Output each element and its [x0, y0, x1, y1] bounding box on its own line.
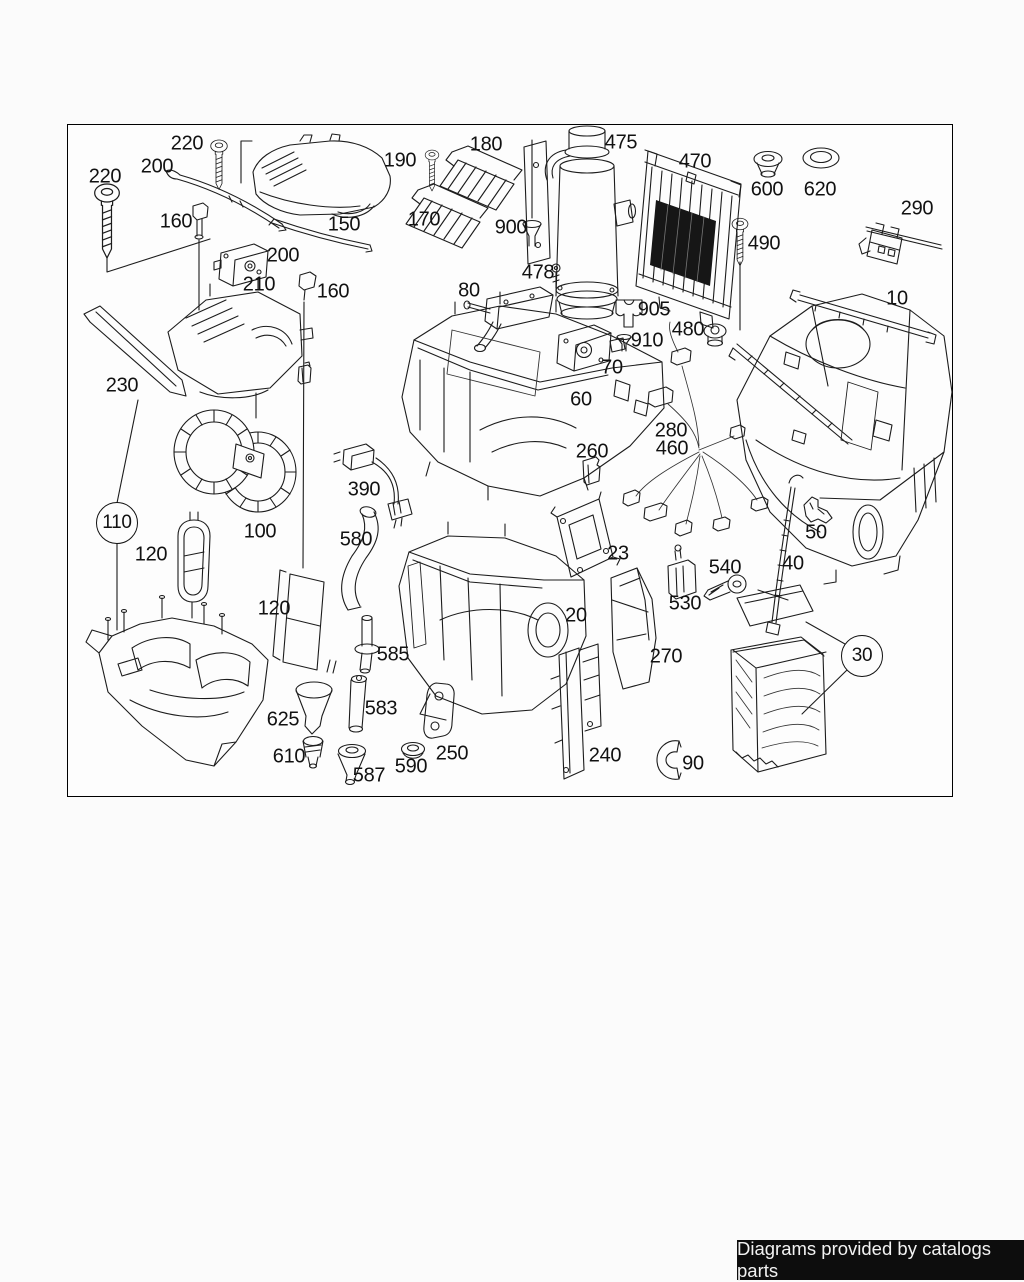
part-label-70: 70 [601, 356, 623, 379]
part-label-180: 180 [469, 133, 503, 156]
part-label-10: 10 [886, 287, 908, 310]
part-label-460: 460 [655, 437, 689, 460]
part-label-600: 600 [750, 178, 784, 201]
part-label-30: 30 [841, 635, 883, 677]
part-label-20: 20 [565, 604, 587, 627]
part-label-530: 530 [668, 592, 702, 615]
part-label-170: 170 [407, 208, 441, 231]
part-label-270: 270 [649, 645, 683, 668]
part-label-120: 120 [257, 597, 291, 620]
part-label-587: 587 [352, 764, 386, 787]
part-label-610: 610 [272, 745, 306, 768]
attribution-bar: Diagrams provided by catalogs parts [737, 1238, 1024, 1281]
part-label-220: 220 [88, 165, 122, 188]
part-label-230: 230 [105, 374, 139, 397]
part-label-80: 80 [458, 279, 480, 302]
part-label-110: 110 [96, 502, 138, 544]
part-label-585: 585 [376, 643, 410, 666]
part-label-475: 475 [604, 131, 638, 154]
part-label-280: 280 [654, 419, 688, 442]
part-label-160: 160 [159, 210, 193, 233]
part-label-580: 580 [339, 528, 373, 551]
part-label-260: 260 [575, 440, 609, 463]
part-label-900: 900 [494, 216, 528, 239]
part-label-200: 200 [266, 244, 300, 267]
part-label-240: 240 [588, 744, 622, 767]
part-label-100: 100 [243, 520, 277, 543]
part-label-190: 190 [383, 149, 417, 172]
part-label-590: 590 [394, 755, 428, 778]
part-label-620: 620 [803, 178, 837, 201]
part-label-40: 40 [782, 552, 804, 575]
part-label-50: 50 [805, 521, 827, 544]
part-label-210: 210 [242, 273, 276, 296]
part-label-290: 290 [900, 197, 934, 220]
part-label-470: 470 [678, 150, 712, 173]
part-label-120: 120 [134, 543, 168, 566]
attribution-text: Diagrams provided by catalogs parts [737, 1238, 991, 1281]
part-label-910: 910 [630, 329, 664, 352]
part-label-905: 905 [637, 298, 671, 321]
part-label-478: 478 [521, 261, 555, 284]
part-label-490: 490 [747, 232, 781, 255]
part-label-480: 480 [671, 318, 705, 341]
part-label-160: 160 [316, 280, 350, 303]
part-label-625: 625 [266, 708, 300, 731]
part-label-390: 390 [347, 478, 381, 501]
part-label-220: 220 [170, 132, 204, 155]
part-label-60: 60 [570, 388, 592, 411]
part-label-540: 540 [708, 556, 742, 579]
part-label-200: 200 [140, 155, 174, 178]
part-label-23: 23 [607, 542, 629, 565]
part-label-583: 583 [364, 697, 398, 720]
part-label-150: 150 [327, 213, 361, 236]
part-label-250: 250 [435, 742, 469, 765]
part-label-90: 90 [682, 752, 704, 775]
